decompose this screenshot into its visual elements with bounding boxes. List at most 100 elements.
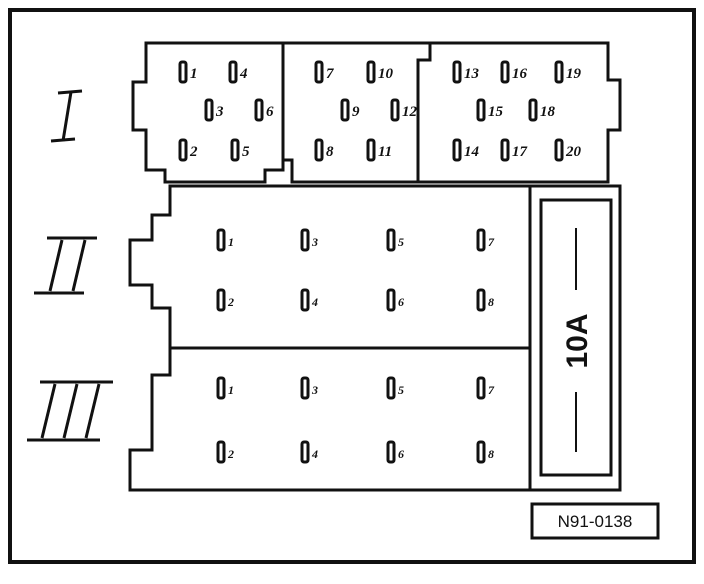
pin-contact <box>476 228 486 252</box>
pin-3-6: 6 <box>386 440 404 464</box>
pin-contact <box>216 440 226 464</box>
pin-contact <box>178 138 188 162</box>
pin-contact <box>314 60 324 84</box>
pin-contact <box>228 60 238 84</box>
pin-2-6: 6 <box>386 288 404 312</box>
pin-number: 14 <box>464 144 480 160</box>
pin-contact <box>216 376 226 400</box>
pin-contact <box>254 98 264 122</box>
pin-number: 3 <box>311 235 318 249</box>
pin-number: 15 <box>488 104 504 120</box>
pin-1-14: 14 <box>452 138 480 162</box>
pin-1-20: 20 <box>554 138 582 162</box>
pin-contact <box>300 376 310 400</box>
pin-contact <box>452 60 462 84</box>
pin-2-1: 1 <box>216 228 234 252</box>
pin-contact <box>366 60 376 84</box>
pin-contact <box>204 98 214 122</box>
pin-contact <box>216 228 226 252</box>
pin-number: 19 <box>566 66 582 82</box>
pin-3-4: 4 <box>300 440 318 464</box>
pin-number: 2 <box>227 295 234 309</box>
pin-number: 3 <box>311 383 318 397</box>
pin-number: 8 <box>326 144 334 160</box>
pin-number: 6 <box>398 295 404 309</box>
section-1-module-a-outline <box>131 41 285 184</box>
pin-number: 4 <box>239 66 248 82</box>
pin-1-5: 5 <box>230 138 250 162</box>
pin-contact <box>386 440 396 464</box>
pin-number: 7 <box>488 383 495 397</box>
pin-number: 7 <box>488 235 495 249</box>
pin-contact <box>554 138 564 162</box>
pin-2-5: 5 <box>386 228 404 252</box>
pin-number: 6 <box>266 104 274 120</box>
pin-number: 11 <box>378 144 392 160</box>
pin-number: 8 <box>488 295 494 309</box>
pin-1-12: 12 <box>390 98 418 122</box>
pin-2-4: 4 <box>300 288 318 312</box>
pin-number: 5 <box>242 144 250 160</box>
pin-contact <box>386 288 396 312</box>
pin-number: 12 <box>402 104 418 120</box>
pin-3-8: 8 <box>476 440 494 464</box>
pin-contact <box>300 288 310 312</box>
pin-number: 8 <box>488 447 494 461</box>
pin-1-6: 6 <box>254 98 274 122</box>
pin-1-2: 2 <box>178 138 198 162</box>
fuse-body <box>539 198 613 477</box>
section-label-2-glyph <box>34 236 97 295</box>
pin-1-15: 15 <box>476 98 504 122</box>
pin-contact <box>476 98 486 122</box>
pin-number: 18 <box>540 104 556 120</box>
pin-1-18: 18 <box>528 98 556 122</box>
sections-2-3-outline <box>128 184 622 492</box>
pin-contact <box>230 138 240 162</box>
pin-1-11: 11 <box>366 138 392 162</box>
pin-3-3: 3 <box>300 376 318 400</box>
pin-1-10: 10 <box>366 60 394 84</box>
section-label-3-glyph <box>27 380 113 442</box>
figure-code: N91-0138 <box>558 512 633 531</box>
pin-contact <box>314 138 324 162</box>
section-1-module-c-outline <box>416 41 622 184</box>
pin-2-7: 7 <box>476 228 495 252</box>
pin-contact <box>500 138 510 162</box>
pin-contact <box>386 376 396 400</box>
pin-1-4: 4 <box>228 60 248 84</box>
pin-1-7: 7 <box>314 60 334 84</box>
pin-number: 2 <box>189 144 198 160</box>
pin-number: 4 <box>311 447 318 461</box>
pin-number: 4 <box>311 295 318 309</box>
pin-contact <box>386 228 396 252</box>
pin-number: 1 <box>228 383 234 397</box>
pin-contact <box>300 228 310 252</box>
pin-3-5: 5 <box>386 376 404 400</box>
pin-number: 17 <box>512 144 528 160</box>
pin-3-2: 2 <box>216 440 234 464</box>
pin-1-16: 16 <box>500 60 528 84</box>
pin-3-7: 7 <box>476 376 495 400</box>
pin-contact <box>476 440 486 464</box>
pin-2-2: 2 <box>216 288 234 312</box>
pin-contact <box>554 60 564 84</box>
pin-number: 5 <box>398 383 404 397</box>
pin-1-13: 13 <box>452 60 480 84</box>
pin-contact <box>452 138 462 162</box>
pin-2-8: 8 <box>476 288 494 312</box>
pin-number: 3 <box>215 104 224 120</box>
pin-number: 16 <box>512 66 528 82</box>
pin-contact <box>216 288 226 312</box>
pin-1-17: 17 <box>500 138 528 162</box>
section-label-2: II <box>66 264 67 266</box>
pin-3-1: 1 <box>216 376 234 400</box>
pin-contact <box>500 60 510 84</box>
pin-contact <box>366 138 376 162</box>
pin-number: 1 <box>228 235 234 249</box>
pin-number: 13 <box>464 66 480 82</box>
pin-number: 9 <box>352 104 360 120</box>
fuse-rating: 10A <box>561 313 594 368</box>
pin-number: 20 <box>565 144 582 160</box>
pin-1-3: 3 <box>204 98 224 122</box>
